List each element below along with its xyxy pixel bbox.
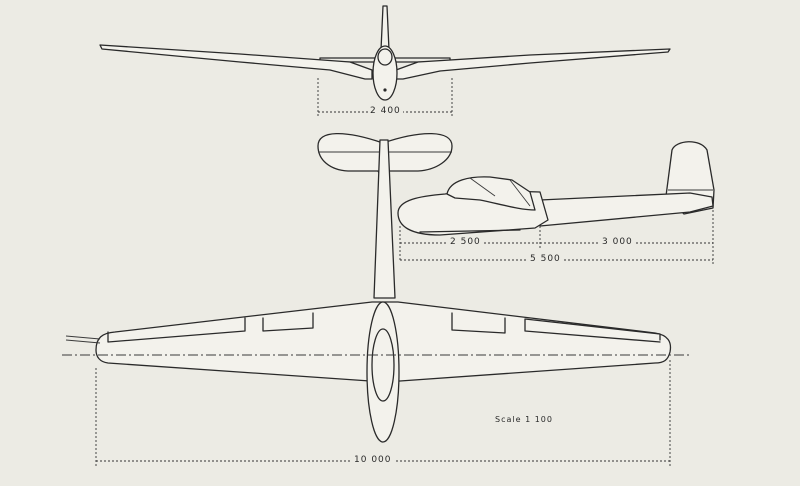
front-view-wing-left <box>99 44 373 80</box>
plan-view-flap-right <box>451 312 506 334</box>
plan-view-tailboom <box>373 139 396 299</box>
dim-wingspan: 10 000 <box>352 455 394 465</box>
plan-view-fuselage <box>366 301 400 443</box>
side-view <box>397 141 715 236</box>
plan-view-aileron-left <box>107 317 246 343</box>
dim-front-span: 2 400 <box>368 106 403 116</box>
front-view-fin <box>380 5 390 51</box>
side-view-boom <box>539 192 714 227</box>
scale-label: Scale 1 100 <box>493 415 555 424</box>
dim-fuselage-rear: 3 000 <box>600 237 635 247</box>
plan-view-flap-left <box>262 312 314 332</box>
plan-view-aileron-right <box>524 318 661 343</box>
dim-overall-length: 5 500 <box>528 254 563 264</box>
plan-view-cockpit <box>371 328 395 402</box>
front-view <box>99 5 671 101</box>
front-view-canopy <box>377 48 393 66</box>
front-view-wing-right <box>395 48 671 80</box>
side-view-skid <box>419 229 521 233</box>
plan-view <box>62 132 690 443</box>
dim-fuselage-front: 2 500 <box>448 237 483 247</box>
